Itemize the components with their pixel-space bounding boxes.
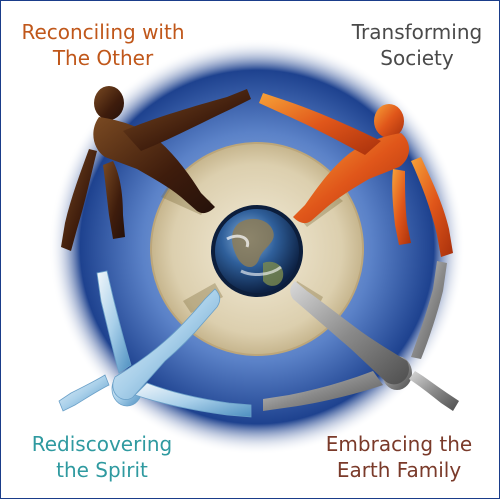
figure-transforming <box>259 93 453 257</box>
figure-embracing <box>263 261 459 411</box>
label-rediscovering-the-spirit: Rediscovering the Spirit <box>7 431 197 483</box>
label-line: Earth Family <box>336 458 462 482</box>
label-line: Transforming <box>351 20 483 44</box>
label-line: Society <box>380 46 454 70</box>
figure-reconciling <box>61 86 251 251</box>
label-line: the Spirit <box>56 458 148 482</box>
earth-globe-icon <box>211 205 303 297</box>
label-line: The Other <box>52 46 154 70</box>
label-transforming-society: Transforming Society <box>337 19 497 71</box>
figure-rediscovering <box>58 270 252 418</box>
label-reconciling-with-the-other: Reconciling with The Other <box>3 19 203 71</box>
label-embracing-the-earth-family: Embracing the Earth Family <box>297 431 499 483</box>
label-line: Embracing the <box>325 432 473 456</box>
label-line: Reconciling with <box>21 20 185 44</box>
label-line: Rediscovering <box>31 432 173 456</box>
